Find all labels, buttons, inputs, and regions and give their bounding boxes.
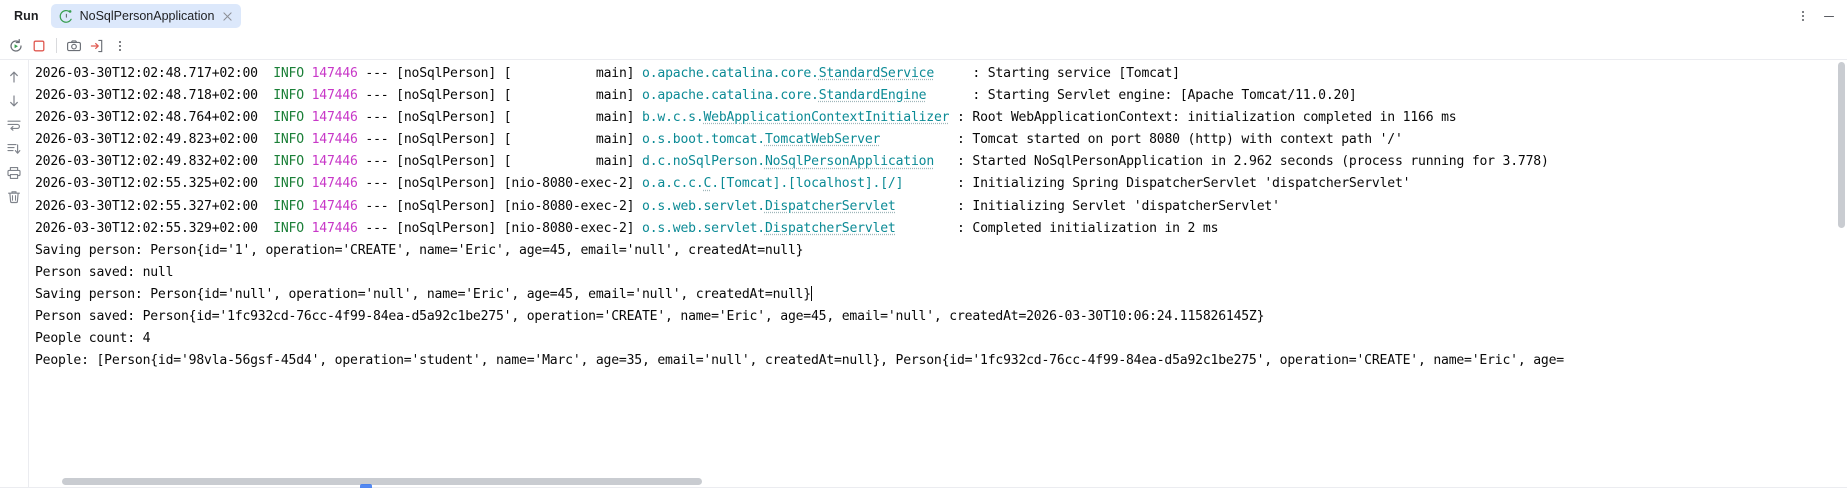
console-log-line: Person saved: Person{id='1fc932cd-76cc-4…: [35, 309, 1265, 325]
export-to-file-icon[interactable]: [86, 35, 108, 57]
console-output[interactable]: 2026-03-30T12:02:48.717+02:00 INFO 14744…: [29, 60, 1847, 488]
header-actions: [1791, 0, 1841, 32]
console-log-line: Saving person: Person{id='null', operati…: [35, 285, 812, 302]
trash-icon[interactable]: [3, 186, 25, 208]
run-configuration-tab[interactable]: NoSqlPersonApplication: [50, 4, 242, 28]
console-log-line: 2026-03-30T12:02:48.717+02:00 INFO 14744…: [35, 66, 1180, 81]
console-log-line: Saving person: Person{id='1', operation=…: [35, 242, 804, 258]
console-side-toolbar: [0, 60, 29, 488]
console-log-line: People count: 4: [35, 331, 151, 347]
console-log-line: 2026-03-30T12:02:49.823+02:00 INFO 14744…: [35, 132, 1403, 148]
console-log-line: 2026-03-30T12:02:55.327+02:00 INFO 14744…: [35, 198, 1280, 214]
text-caret: [811, 285, 812, 301]
vertical-scrollbar[interactable]: [1838, 62, 1845, 228]
print-icon[interactable]: [3, 162, 25, 184]
run-tool-window-header: Run NoSqlPersonApplication: [0, 0, 1847, 32]
scroll-to-end-icon[interactable]: [3, 138, 25, 160]
console-log-line: People: [Person{id='98vla-56gsf-45d4', o…: [35, 353, 1564, 369]
more-vertical-icon[interactable]: [1791, 4, 1815, 28]
horizontal-scrollbar[interactable]: [62, 478, 702, 485]
arrow-up-icon[interactable]: [3, 66, 25, 88]
close-icon[interactable]: [220, 9, 235, 24]
progress-indicator: [360, 484, 372, 488]
console-log-line: 2026-03-30T12:02:55.329+02:00 INFO 14744…: [35, 220, 1219, 236]
console-log-line: 2026-03-30T12:02:48.718+02:00 INFO 14744…: [35, 88, 1357, 104]
run-toolbar: [0, 32, 1847, 59]
run-tool-window-title: Run: [14, 9, 39, 23]
spring-boot-run-icon: [59, 9, 74, 24]
console-log-line: 2026-03-30T12:02:55.325+02:00 INFO 14744…: [35, 176, 1411, 192]
console-log-line: 2026-03-30T12:02:49.832+02:00 INFO 14744…: [35, 154, 1549, 170]
toolbar-separator: [56, 38, 57, 53]
console-log-line: 2026-03-30T12:02:48.764+02:00 INFO 14744…: [35, 110, 1457, 126]
console-panel: 2026-03-30T12:02:48.717+02:00 INFO 14744…: [0, 59, 1847, 488]
stop-icon[interactable]: [28, 35, 50, 57]
camera-icon[interactable]: [63, 35, 85, 57]
run-tab-label: NoSqlPersonApplication: [79, 9, 215, 23]
arrow-down-icon[interactable]: [3, 90, 25, 112]
rerun-icon[interactable]: [5, 35, 27, 57]
console-log-line: Person saved: null: [35, 264, 174, 280]
console-log-lines: 2026-03-30T12:02:48.717+02:00 INFO 14744…: [29, 60, 1564, 372]
minimize-icon[interactable]: [1817, 4, 1841, 28]
horizontal-scrollbar-track[interactable]: [58, 477, 1835, 485]
more-vertical-icon[interactable]: [109, 35, 131, 57]
soft-wrap-icon[interactable]: [3, 114, 25, 136]
